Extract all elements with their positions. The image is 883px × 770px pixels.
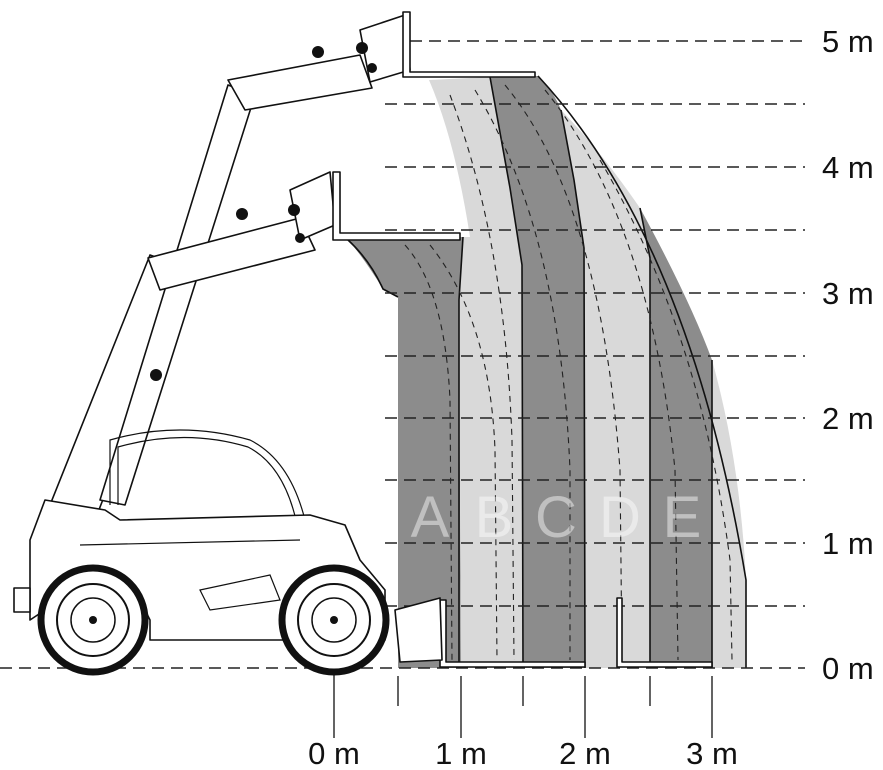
- height-label-3m: 3 m: [822, 276, 874, 311]
- zone-e-area: [640, 208, 712, 668]
- zone-letter-e: E: [663, 485, 702, 550]
- distance-label-2m: 2 m: [559, 736, 611, 770]
- fork-upper: [402, 11, 536, 78]
- zone-d-area: [561, 110, 650, 668]
- zone-letters: A B C D E: [411, 485, 702, 550]
- zone-letter-d: D: [599, 485, 641, 550]
- distance-label-3m: 3 m: [686, 736, 738, 770]
- zone-c-area: [490, 76, 585, 668]
- fork-mid: [332, 171, 461, 241]
- distance-label-1m: 1 m: [435, 736, 487, 770]
- zone-borders: [346, 75, 747, 669]
- height-reference-lines: [0, 40, 805, 669]
- fork-ground: [439, 599, 586, 668]
- distance-axis-labels: 0 m 1 m 2 m 3 m: [308, 736, 738, 770]
- reach-arcs: [404, 84, 733, 661]
- height-label-0m: 0 m: [822, 651, 874, 686]
- boom-upper: [99, 84, 256, 506]
- front-wheel: [278, 564, 390, 676]
- zone-letter-a: A: [411, 485, 450, 550]
- zone-e-outer-area: [712, 360, 746, 668]
- height-axis-labels: 0 m 1 m 2 m 3 m 4 m 5 m: [822, 24, 874, 686]
- telehandler-drawing: [13, 11, 713, 676]
- zone-letter-c: C: [535, 485, 577, 550]
- zone-b-area: [429, 77, 523, 668]
- zone-letter-b: B: [475, 485, 514, 550]
- cab: [109, 429, 306, 521]
- height-label-1m: 1 m: [822, 526, 874, 561]
- height-label-5m: 5 m: [822, 24, 874, 59]
- height-label-4m: 4 m: [822, 150, 874, 185]
- height-label-2m: 2 m: [822, 401, 874, 436]
- load-zones: [347, 76, 746, 668]
- distance-label-0m: 0 m: [308, 736, 360, 770]
- zone-a-area: [347, 237, 463, 668]
- rear-wheel: [37, 564, 149, 676]
